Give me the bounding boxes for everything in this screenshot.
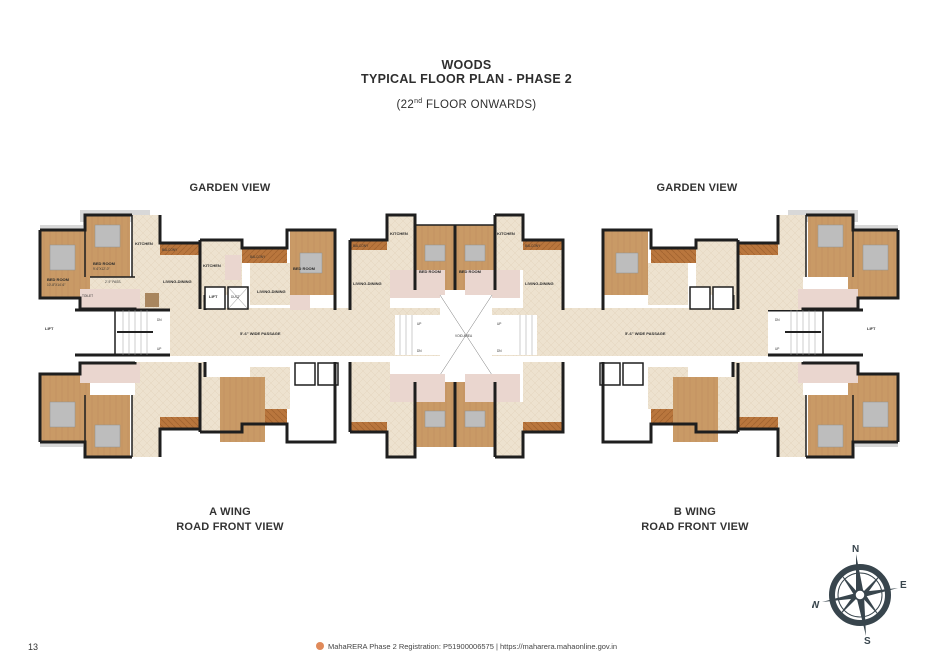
svg-text:KITCHEN: KITCHEN [135, 241, 153, 246]
svg-text:BED ROOM: BED ROOM [93, 261, 116, 266]
unit-centre-top: BALCONY BALCONY KITCHEN KITCHEN BED ROOM… [348, 213, 565, 310]
compass-rose-icon: N E S W [812, 544, 907, 645]
svg-text:BALCONY: BALCONY [525, 244, 541, 248]
unit-b-top [601, 210, 900, 311]
compass-s-label: S [864, 636, 871, 645]
svg-text:UP: UP [417, 322, 421, 326]
svg-text:LIVING-DINING: LIVING-DINING [353, 281, 382, 286]
page-subtitle: (22nd FLOOR ONWARDS) [396, 98, 537, 111]
unit-a-top-left: BED ROOM 10'-8"X14'-6" BED ROOM 9'-6"X12… [38, 210, 207, 311]
stair-core-left: LIFT DN UP [45, 308, 170, 357]
wing-b-view-label: ROAD FRONT VIEW [641, 521, 749, 533]
passage-right-label: 5'-6" WIDE PASSAGE [625, 331, 666, 336]
svg-text:BED ROOM: BED ROOM [47, 277, 70, 282]
svg-text:LIFT: LIFT [45, 326, 54, 331]
svg-text:BALCONY: BALCONY [162, 248, 178, 252]
svg-text:9'-6"X12'-0": 9'-6"X12'-0" [93, 267, 110, 271]
svg-text:DN: DN [417, 349, 422, 353]
svg-text:LIVING-DINING: LIVING-DINING [525, 281, 554, 286]
svg-text:LIVING-DINING: LIVING-DINING [257, 289, 286, 294]
page-number: 13 [28, 642, 39, 652]
passage-left-label: 5'-6" WIDE PASSAGE [240, 331, 281, 336]
svg-text:DUCT: DUCT [231, 295, 240, 299]
svg-text:UP: UP [497, 322, 501, 326]
garden-view-left-label: GARDEN VIEW [189, 182, 271, 194]
svg-text:BED ROOM: BED ROOM [419, 269, 442, 274]
svg-text:2'-9" PASS.: 2'-9" PASS. [105, 280, 121, 284]
svg-text:LIFT: LIFT [209, 294, 218, 299]
svg-text:LIFT: LIFT [867, 326, 876, 331]
svg-text:VOID AREA: VOID AREA [455, 334, 473, 338]
svg-text:10'-8"X14'-6": 10'-8"X14'-6" [47, 283, 65, 287]
compass-w-label: W [812, 600, 820, 611]
svg-text:LIVING-DINING: LIVING-DINING [163, 279, 192, 284]
stair-core-centre: UP DN UP DN [395, 315, 537, 355]
maharera-logo-icon [315, 642, 324, 650]
svg-text:BALCONY: BALCONY [250, 255, 266, 259]
svg-text:UP: UP [157, 347, 161, 351]
compass-e-label: E [900, 580, 907, 591]
unit-centre-bottom [348, 362, 565, 459]
svg-text:KITCHEN: KITCHEN [390, 231, 408, 236]
wing-b-label: B WING [673, 506, 717, 518]
wing-a-view-label: ROAD FRONT VIEW [176, 521, 284, 533]
wing-a-label: A WING [209, 506, 251, 518]
page-title: TYPICAL FLOOR PLAN - PHASE 2 [361, 72, 572, 86]
garden-view-right-label: GARDEN VIEW [656, 182, 738, 194]
svg-text:BED ROOM: BED ROOM [293, 266, 316, 271]
stair-core-right: LIFT DN UP [768, 308, 876, 357]
svg-text:DN: DN [157, 318, 162, 322]
unit-b-bottom [599, 361, 900, 459]
svg-text:BALCONY: BALCONY [353, 244, 369, 248]
unit-a-top-centre: KITCHEN BALCONY LIVING-DINING BED ROOM L… [198, 228, 337, 310]
rera-registration: MahaRERA Phase 2 Registration: P51900006… [0, 642, 933, 651]
void-area: VOID AREA [439, 294, 493, 376]
compass-n-label: N [852, 544, 859, 555]
svg-text:DN: DN [775, 318, 780, 322]
svg-text:TOILET: TOILET [82, 294, 93, 298]
svg-text:BED ROOM: BED ROOM [459, 269, 482, 274]
project-name: WOODS [441, 58, 492, 72]
svg-text:KITCHEN: KITCHEN [497, 231, 515, 236]
svg-text:DN: DN [497, 349, 502, 353]
svg-text:UP: UP [775, 347, 779, 351]
floor-plan-drawing: BED ROOM 10'-8"X14'-6" BED ROOM 9'-6"X12… [38, 210, 900, 459]
svg-text:KITCHEN: KITCHEN [203, 263, 221, 268]
unit-a-bottom-left [38, 361, 339, 459]
